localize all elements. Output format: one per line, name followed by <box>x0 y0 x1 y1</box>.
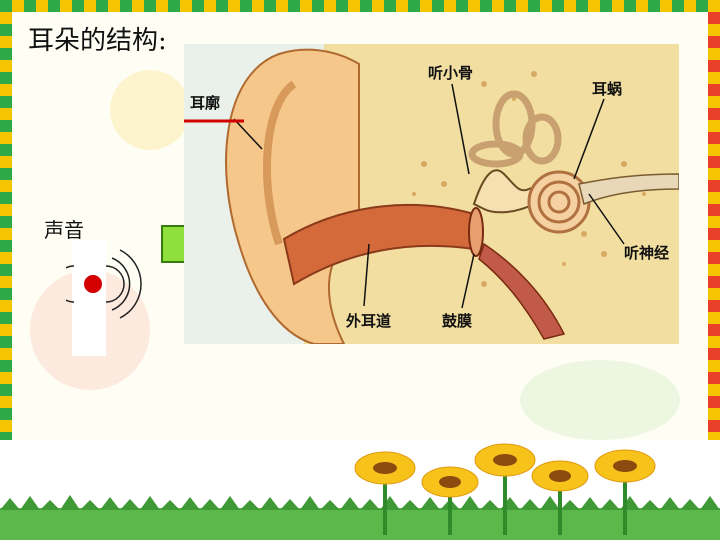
ossicles-shape <box>472 169 541 214</box>
label-eardrum: 鼓膜 <box>442 312 472 330</box>
auditory-nerve-shape <box>578 173 679 206</box>
page-title: 耳朵的结构: <box>28 26 167 56</box>
sound-wave-4 <box>66 265 75 303</box>
sound-wave-3 <box>119 249 142 319</box>
label-ossicles: 听小骨 <box>428 64 473 82</box>
semicircular-canal-3 <box>468 140 524 168</box>
eardrum-shape <box>468 207 484 257</box>
pinna-shape <box>225 48 360 344</box>
label-pinna: 耳廓 <box>190 94 220 112</box>
semicircular-canal-2 <box>522 113 562 165</box>
bottom-decoration <box>0 440 720 540</box>
sound-wave-2 <box>111 257 131 311</box>
label-cochlea: 耳蜗 <box>592 80 622 98</box>
sound-wave-1 <box>105 265 125 303</box>
label-auditory-nerve: 听神经 <box>624 244 669 262</box>
sound-waves <box>66 249 142 319</box>
cochlea-shape <box>527 170 591 234</box>
sound-dot <box>84 275 102 293</box>
sunflowers <box>354 443 656 535</box>
label-ear-canal: 外耳道 <box>345 312 391 330</box>
sound-label: 声音 <box>44 218 84 242</box>
sound-source-panel <box>72 240 106 356</box>
ear-diagram: 耳廓 听小骨 耳蜗 听神经 外耳道 鼓膜 <box>184 44 679 344</box>
